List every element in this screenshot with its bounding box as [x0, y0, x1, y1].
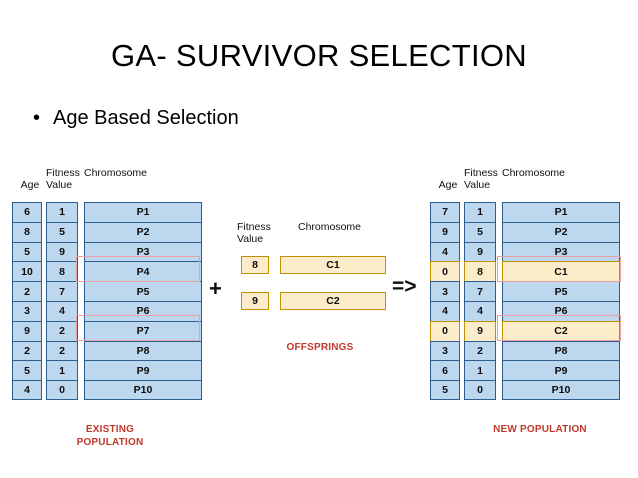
existing-age-cell-10: 4 — [12, 380, 42, 400]
offspring-chromosome-cell-2: C2 — [280, 292, 386, 310]
new-chromosome-cell-10: P10 — [502, 380, 620, 400]
existing-caption-line1: EXISTING — [85, 424, 135, 435]
existing-caption-line2: POPULATION — [76, 436, 144, 448]
existing-fitness-cell-10: 0 — [46, 380, 78, 400]
existing-fitness-cell-6: 4 — [46, 300, 78, 321]
new-fitness-cell-5: 7 — [464, 281, 496, 301]
existing-chromosome-cell-10: P10 — [84, 380, 202, 400]
new-fitness-cell-6: 4 — [464, 300, 496, 321]
new-age-header: Age — [438, 179, 458, 191]
existing-age-cell-6: 3 — [12, 300, 42, 321]
new-age-cell-4: 0 — [430, 261, 460, 282]
bullet-item: • Age Based Selection — [33, 108, 239, 128]
existing-fitness-cell-5: 7 — [46, 281, 78, 301]
offspring-fitness-cell-1: 8 — [241, 256, 269, 274]
bullet-marker-icon: • — [33, 107, 41, 129]
new-age-cell-10: 5 — [430, 380, 460, 400]
new-fitness-cell-8: 2 — [464, 340, 496, 361]
new-fitness-cell-4: 8 — [464, 261, 496, 282]
new-fitness-header: Fitness Value — [464, 167, 506, 191]
existing-age-cell-2: 8 — [12, 221, 42, 242]
page-title: GA- SURVIVOR SELECTION — [110, 38, 527, 73]
new-chromosome-cell-1: P1 — [502, 202, 620, 222]
existing-chromosome-cell-9: P9 — [84, 360, 202, 381]
new-age-cell-9: 6 — [430, 360, 460, 381]
existing-population-caption: EXISTING POPULATION — [50, 424, 170, 449]
new-chromosome-cell-8: P8 — [502, 340, 620, 361]
new-fitness-header-line2: Value — [464, 178, 491, 191]
bullet-item-label: Age Based Selection — [53, 107, 239, 129]
existing-fitness-header: Fitness Value — [46, 167, 88, 191]
existing-fitness-cell-3: 9 — [46, 241, 78, 262]
new-chromosome-cell-6: P6 — [502, 300, 620, 321]
offspring-fitness-cell-2: 9 — [241, 292, 269, 310]
new-age-cell-1: 7 — [430, 202, 460, 222]
existing-age-cell-1: 6 — [12, 202, 42, 222]
new-fitness-cell-3: 9 — [464, 241, 496, 262]
plus-operator: + — [209, 276, 222, 301]
existing-fitness-header-line2: Value — [46, 178, 73, 191]
new-fitness-cell-7: 9 — [464, 320, 496, 341]
new-chromosome-cell-5: P5 — [502, 281, 620, 301]
existing-age-cell-4: 10 — [12, 261, 42, 282]
existing-age-cell-5: 2 — [12, 281, 42, 301]
new-age-cell-3: 4 — [430, 241, 460, 262]
existing-fitness-cell-2: 5 — [46, 221, 78, 242]
existing-chromosome-cell-1: P1 — [84, 202, 202, 222]
existing-age-cell-9: 5 — [12, 360, 42, 381]
new-chromosome-cell-4: C1 — [502, 261, 620, 282]
existing-chromosome-cell-4: P4 — [84, 261, 202, 282]
new-age-cell-8: 3 — [430, 340, 460, 361]
new-fitness-header-line1: Fitness — [464, 167, 498, 179]
existing-chromosome-cell-3: P3 — [84, 241, 202, 262]
offsprings-caption: OFFSPRINGS — [286, 342, 354, 353]
existing-chromosome-cell-2: P2 — [84, 221, 202, 242]
existing-fitness-header-line1: Fitness — [46, 167, 80, 179]
existing-fitness-cell-8: 2 — [46, 340, 78, 361]
existing-chromosome-cell-7: P7 — [84, 320, 202, 341]
new-fitness-cell-10: 0 — [464, 380, 496, 400]
existing-fitness-cell-4: 8 — [46, 261, 78, 282]
new-age-cell-5: 3 — [430, 281, 460, 301]
existing-chromosome-cell-6: P6 — [84, 300, 202, 321]
new-age-cell-2: 9 — [430, 221, 460, 242]
existing-chromosome-header: Chromosome — [84, 167, 148, 179]
existing-chromosome-cell-5: P5 — [84, 281, 202, 301]
new-fitness-cell-2: 5 — [464, 221, 496, 242]
offspring-chromosome-header: Chromosome — [298, 221, 362, 233]
new-fitness-cell-9: 1 — [464, 360, 496, 381]
existing-age-cell-7: 9 — [12, 320, 42, 341]
new-fitness-cell-1: 1 — [464, 202, 496, 222]
offspring-fitness-header-line1: Fitness — [237, 221, 271, 233]
new-population-caption: NEW POPULATION — [493, 424, 587, 435]
existing-fitness-cell-9: 1 — [46, 360, 78, 381]
existing-age-cell-3: 5 — [12, 241, 42, 262]
implies-operator: => — [392, 275, 417, 298]
new-chromosome-cell-3: P3 — [502, 241, 620, 262]
existing-chromosome-cell-8: P8 — [84, 340, 202, 361]
offsprings-block: Fitness Value Chromosome 8 C1 9 C2 — [236, 221, 391, 317]
offspring-fitness-header-line2: Value — [237, 232, 264, 245]
offspring-fitness-header: Fitness Value — [237, 221, 283, 245]
new-chromosome-cell-7: C2 — [502, 320, 620, 341]
new-chromosome-header: Chromosome — [502, 167, 566, 179]
existing-fitness-cell-7: 2 — [46, 320, 78, 341]
existing-age-header: Age — [20, 179, 40, 191]
new-chromosome-cell-9: P9 — [502, 360, 620, 381]
existing-fitness-cell-1: 1 — [46, 202, 78, 222]
new-age-cell-6: 4 — [430, 300, 460, 321]
new-chromosome-cell-2: P2 — [502, 221, 620, 242]
existing-age-cell-8: 2 — [12, 340, 42, 361]
new-age-cell-7: 0 — [430, 320, 460, 341]
offspring-chromosome-cell-1: C1 — [280, 256, 386, 274]
